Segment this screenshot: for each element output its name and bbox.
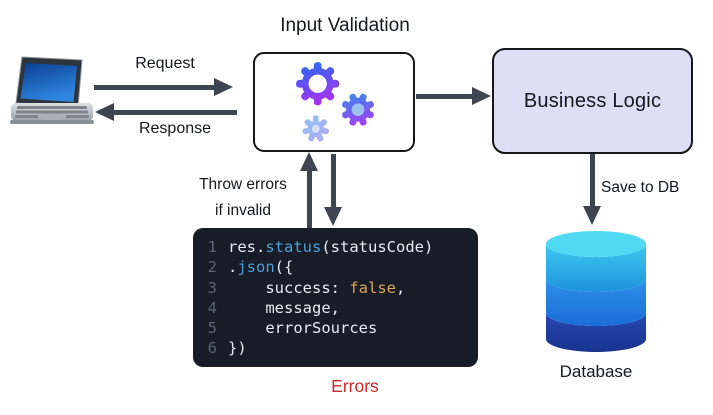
arrow-shaft bbox=[94, 85, 216, 90]
gears-icon bbox=[292, 58, 376, 145]
arrow-head bbox=[324, 207, 342, 226]
business-logic-label: Business Logic bbox=[523, 89, 662, 112]
code-line: 6}) bbox=[207, 339, 247, 358]
arrow-shaft bbox=[306, 168, 312, 228]
request-label: Request bbox=[135, 55, 195, 72]
throw-errors-label: Throw errors if invalid bbox=[180, 172, 306, 224]
laptop-icon bbox=[10, 54, 94, 146]
database-cylinder-icon bbox=[541, 227, 651, 355]
business-logic-box: Business Logic bbox=[492, 48, 693, 154]
arrow-head bbox=[472, 87, 491, 105]
arrow-head bbox=[95, 103, 114, 121]
throw-errors-line1: Throw errors bbox=[199, 176, 287, 193]
code-line: 3 success: false, bbox=[207, 278, 406, 297]
input-validation-title: Input Validation bbox=[280, 15, 410, 36]
arrow-shaft bbox=[330, 154, 336, 209]
database-label: Database bbox=[559, 362, 633, 381]
input-validation-box bbox=[253, 52, 415, 152]
code-line: 4 message, bbox=[207, 298, 340, 317]
arrow-shaft bbox=[590, 154, 595, 208]
code-line: 2.json({ bbox=[207, 258, 294, 277]
arrow-shaft bbox=[416, 94, 474, 99]
response-label: Response bbox=[138, 120, 212, 137]
errors-label: Errors bbox=[331, 376, 379, 396]
code-line: 5 errorSources bbox=[207, 319, 378, 338]
arrow-head bbox=[214, 78, 233, 96]
throw-errors-line2: if invalid bbox=[215, 202, 271, 219]
arrow-head bbox=[300, 152, 318, 171]
arrow-shaft bbox=[112, 110, 237, 115]
save-to-db-label: Save to DB bbox=[601, 179, 680, 196]
arrow-head bbox=[583, 206, 601, 225]
